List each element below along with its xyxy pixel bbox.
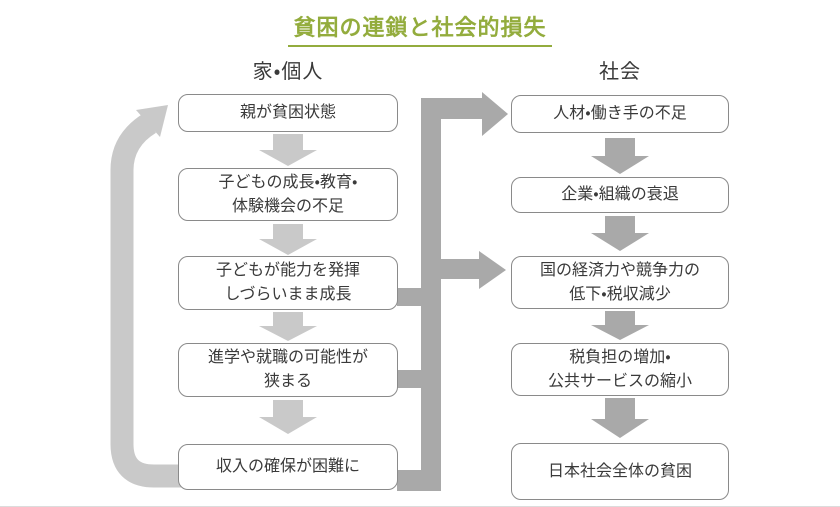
- branch-arm-top: [421, 98, 482, 119]
- column-header-society: 社会: [599, 61, 641, 83]
- box-economic-decline: 国の経済力や競争力の 低下・税収減少: [511, 256, 729, 309]
- feedback-loop-arrowhead-icon: [136, 105, 168, 137]
- down-arrow-society-3: [591, 311, 649, 340]
- box-labor-shortage: 人材・働き手の不足: [511, 95, 729, 133]
- branch-arrowhead-mid-icon: [479, 251, 506, 289]
- box-narrow-prospects: 進学や就職の可能性が 狭まる: [178, 343, 398, 397]
- box-parents-poverty: 親が貧困状態: [178, 94, 398, 132]
- column-header-family: 家・個人: [252, 61, 324, 83]
- box-lack-opportunity: 子どもの成長・教育・ 体験機会の不足: [178, 168, 398, 221]
- box-national-poverty: 日本社会全体の貧困: [511, 443, 729, 500]
- merge-stub-family-3: [397, 288, 423, 306]
- feedback-loop-arrow: [110, 113, 188, 488]
- branch-arrowhead-top-icon: [482, 92, 508, 136]
- down-arrow-society-4: [591, 398, 649, 438]
- merge-stub-family-4: [397, 370, 423, 388]
- down-arrow-family-3: [259, 312, 317, 341]
- box-ability-not-developed: 子どもが能力を発揮 しづらいまま成長: [178, 256, 398, 310]
- page-title-text: 貧困の連鎖と社会的損失: [288, 10, 552, 47]
- merge-stub-family-5: [397, 470, 423, 491]
- box-corporate-decline: 企業・組織の衰退: [511, 177, 729, 213]
- down-arrow-society-1: [591, 138, 649, 174]
- merge-trunk-vertical: [421, 98, 441, 491]
- merge-trunk-arrow: [397, 92, 508, 491]
- down-arrow-society-2: [591, 216, 649, 251]
- down-arrow-family-4: [259, 400, 317, 434]
- branch-arm-mid: [441, 259, 479, 279]
- down-arrow-family-1: [259, 134, 317, 166]
- box-tax-burden: 税負担の増加・ 公共サービスの縮小: [511, 343, 729, 396]
- down-arrow-family-2: [259, 224, 317, 255]
- page-title: 貧困の連鎖と社会的損失: [0, 6, 840, 47]
- box-income-difficulty: 収入の確保が困難に: [178, 444, 398, 490]
